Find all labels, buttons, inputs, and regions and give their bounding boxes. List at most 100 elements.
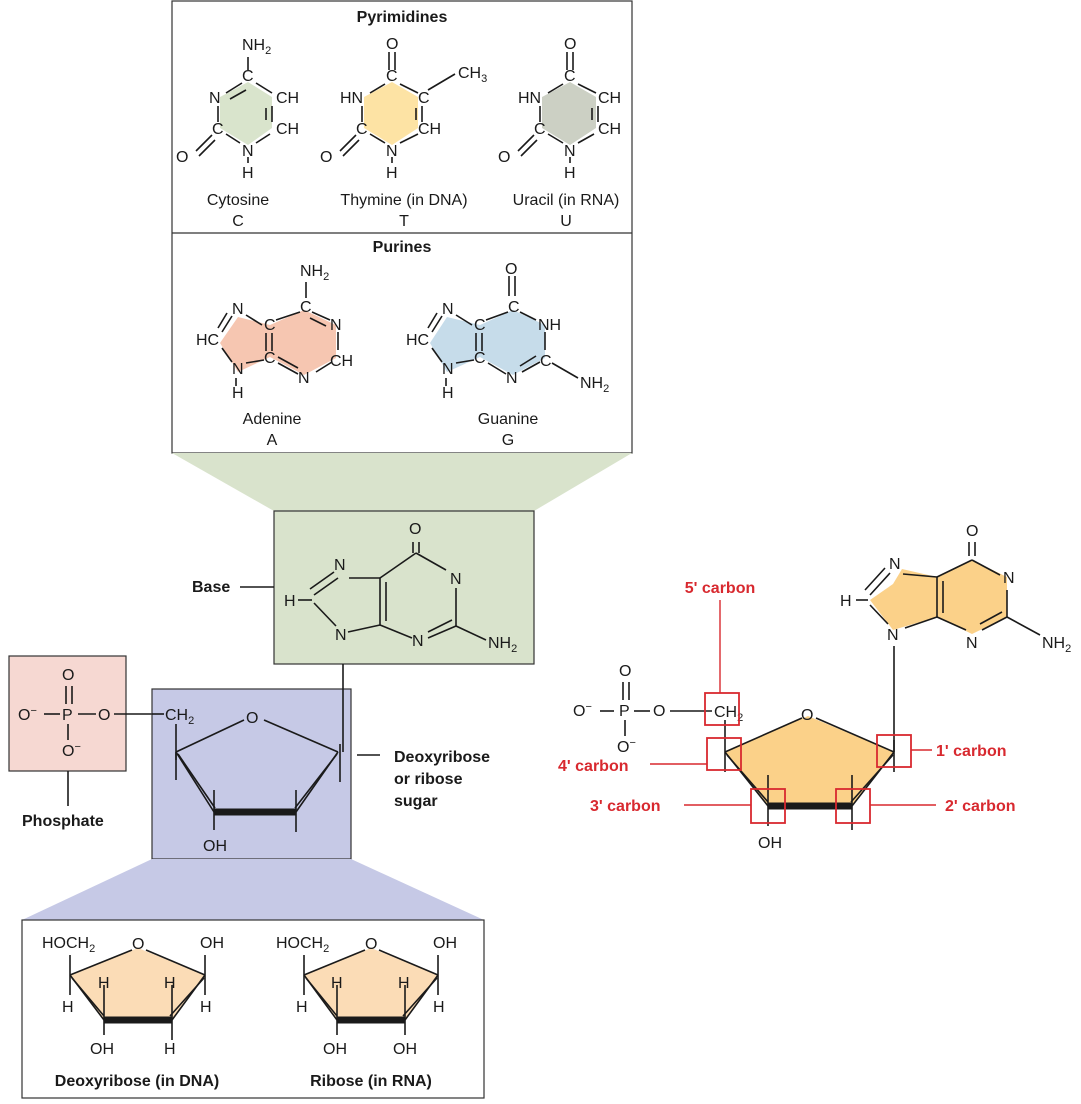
svg-text:O: O xyxy=(98,707,110,724)
c2-label: 2' carbon xyxy=(945,798,1016,815)
svg-text:O: O xyxy=(386,36,398,53)
c4-label: 4' carbon xyxy=(558,758,629,775)
cytosine-structure: NH2 C N CH C CH N H O Cytosine C xyxy=(176,37,299,230)
svg-text:O: O xyxy=(505,261,517,278)
ribose-label: Ribose (in RNA) xyxy=(310,1073,432,1090)
svg-text:O: O xyxy=(365,936,377,953)
svg-text:N: N xyxy=(386,143,398,160)
svg-text:H: H xyxy=(164,975,176,992)
svg-text:O: O xyxy=(176,149,188,166)
c1-label: 1' carbon xyxy=(936,743,1007,760)
svg-text:CH: CH xyxy=(418,121,441,138)
svg-text:N: N xyxy=(209,90,221,107)
thymine-label: Thymine (in DNA) xyxy=(340,192,467,209)
svg-text:H: H xyxy=(296,999,308,1016)
svg-text:O: O xyxy=(966,523,978,540)
svg-text:N: N xyxy=(298,370,310,387)
svg-text:H: H xyxy=(242,165,254,182)
svg-text:H: H xyxy=(564,165,576,182)
svg-text:O: O xyxy=(62,667,74,684)
adenine-letter: A xyxy=(267,432,278,449)
svg-text:O: O xyxy=(132,936,144,953)
svg-text:O: O xyxy=(320,149,332,166)
thymine-structure: O C HN C CH3 C CH N H O Thymine (in DNA)… xyxy=(320,36,487,230)
sugar-label-line2: or ribose xyxy=(394,771,463,788)
svg-text:C: C xyxy=(264,317,276,334)
svg-text:HC: HC xyxy=(406,332,429,349)
svg-text:C: C xyxy=(418,90,430,107)
svg-text:O: O xyxy=(619,663,631,680)
svg-text:N: N xyxy=(334,557,346,574)
svg-text:O: O xyxy=(801,707,813,724)
svg-text:CH: CH xyxy=(598,121,621,138)
svg-text:O: O xyxy=(246,710,258,727)
svg-text:N: N xyxy=(966,635,978,652)
svg-text:N: N xyxy=(442,301,454,318)
base-box: O N N H N N NH2 xyxy=(273,510,535,665)
cytosine-letter: C xyxy=(232,213,244,230)
svg-text:P: P xyxy=(62,707,73,724)
svg-text:H: H xyxy=(200,999,212,1016)
svg-text:H: H xyxy=(164,1041,176,1058)
sugar-label-line3: sugar xyxy=(394,793,438,810)
svg-text:H: H xyxy=(284,593,296,610)
cytosine-label: Cytosine xyxy=(207,192,269,209)
svg-text:HN: HN xyxy=(518,90,541,107)
uracil-label: Uracil (in RNA) xyxy=(513,192,620,209)
svg-text:N: N xyxy=(887,627,899,644)
svg-text:HC: HC xyxy=(196,332,219,349)
uracil-letter: U xyxy=(560,213,572,230)
guanine-label: Guanine xyxy=(478,411,539,428)
svg-text:N: N xyxy=(450,571,462,588)
svg-text:O−: O− xyxy=(617,737,636,756)
svg-text:NH: NH xyxy=(538,317,561,334)
svg-text:N: N xyxy=(232,361,244,378)
svg-text:CH2: CH2 xyxy=(714,704,743,724)
deoxyribose-structure: HOCH2 O OH H H H H OH H Deoxyribose (in … xyxy=(42,935,224,1090)
svg-text:N: N xyxy=(412,633,424,650)
sugar-box: CH2 O OH xyxy=(151,688,352,860)
svg-text:C: C xyxy=(212,121,224,138)
guanine-letter: G xyxy=(502,432,514,449)
deoxyribose-label: Deoxyribose (in DNA) xyxy=(55,1073,219,1090)
svg-text:N: N xyxy=(506,370,518,387)
svg-text:H: H xyxy=(840,593,852,610)
svg-text:H: H xyxy=(331,975,343,992)
svg-text:N: N xyxy=(564,143,576,160)
svg-text:N: N xyxy=(330,317,342,334)
svg-text:OH: OH xyxy=(90,1041,114,1058)
svg-text:CH: CH xyxy=(276,90,299,107)
svg-text:NH2: NH2 xyxy=(580,375,609,395)
svg-text:O: O xyxy=(564,36,576,53)
svg-text:O: O xyxy=(498,149,510,166)
svg-text:N: N xyxy=(232,301,244,318)
pyrimidines-title: Pyrimidines xyxy=(357,9,448,26)
svg-text:NH2: NH2 xyxy=(242,37,271,57)
carbon-numbering-diagram: O N N H N N NH2 O OH O O− P O CH2 xyxy=(558,523,1071,852)
base-zoom-connector xyxy=(172,453,632,511)
svg-text:C: C xyxy=(474,350,486,367)
svg-text:O−: O− xyxy=(573,701,592,720)
svg-text:OH: OH xyxy=(393,1041,417,1058)
adenine-label: Adenine xyxy=(243,411,302,428)
svg-text:CH: CH xyxy=(598,90,621,107)
base-label: Base xyxy=(192,579,230,596)
purines-title: Purines xyxy=(373,239,432,256)
uracil-structure: O C HN CH C CH N H O Uracil (in RNA) U xyxy=(498,36,621,230)
svg-text:H: H xyxy=(62,999,74,1016)
svg-text:OH: OH xyxy=(323,1041,347,1058)
svg-text:NH2: NH2 xyxy=(300,263,329,283)
svg-text:H: H xyxy=(232,385,244,402)
guanine-structure: O C N C NH HC C C N N H NH2 Guanine G xyxy=(406,261,609,449)
svg-text:N: N xyxy=(335,627,347,644)
sugar-zoom-connector xyxy=(22,859,484,920)
thymine-letter: T xyxy=(399,213,409,230)
c5-label: 5' carbon xyxy=(685,580,756,597)
svg-text:C: C xyxy=(508,299,520,316)
svg-text:C: C xyxy=(242,68,254,85)
ribose-structure: HOCH2 O OH H H H H OH OH Ribose (in RNA) xyxy=(276,935,457,1090)
svg-text:OH: OH xyxy=(758,835,782,852)
svg-text:CH3: CH3 xyxy=(458,65,487,85)
c3-label: 3' carbon xyxy=(590,798,661,815)
